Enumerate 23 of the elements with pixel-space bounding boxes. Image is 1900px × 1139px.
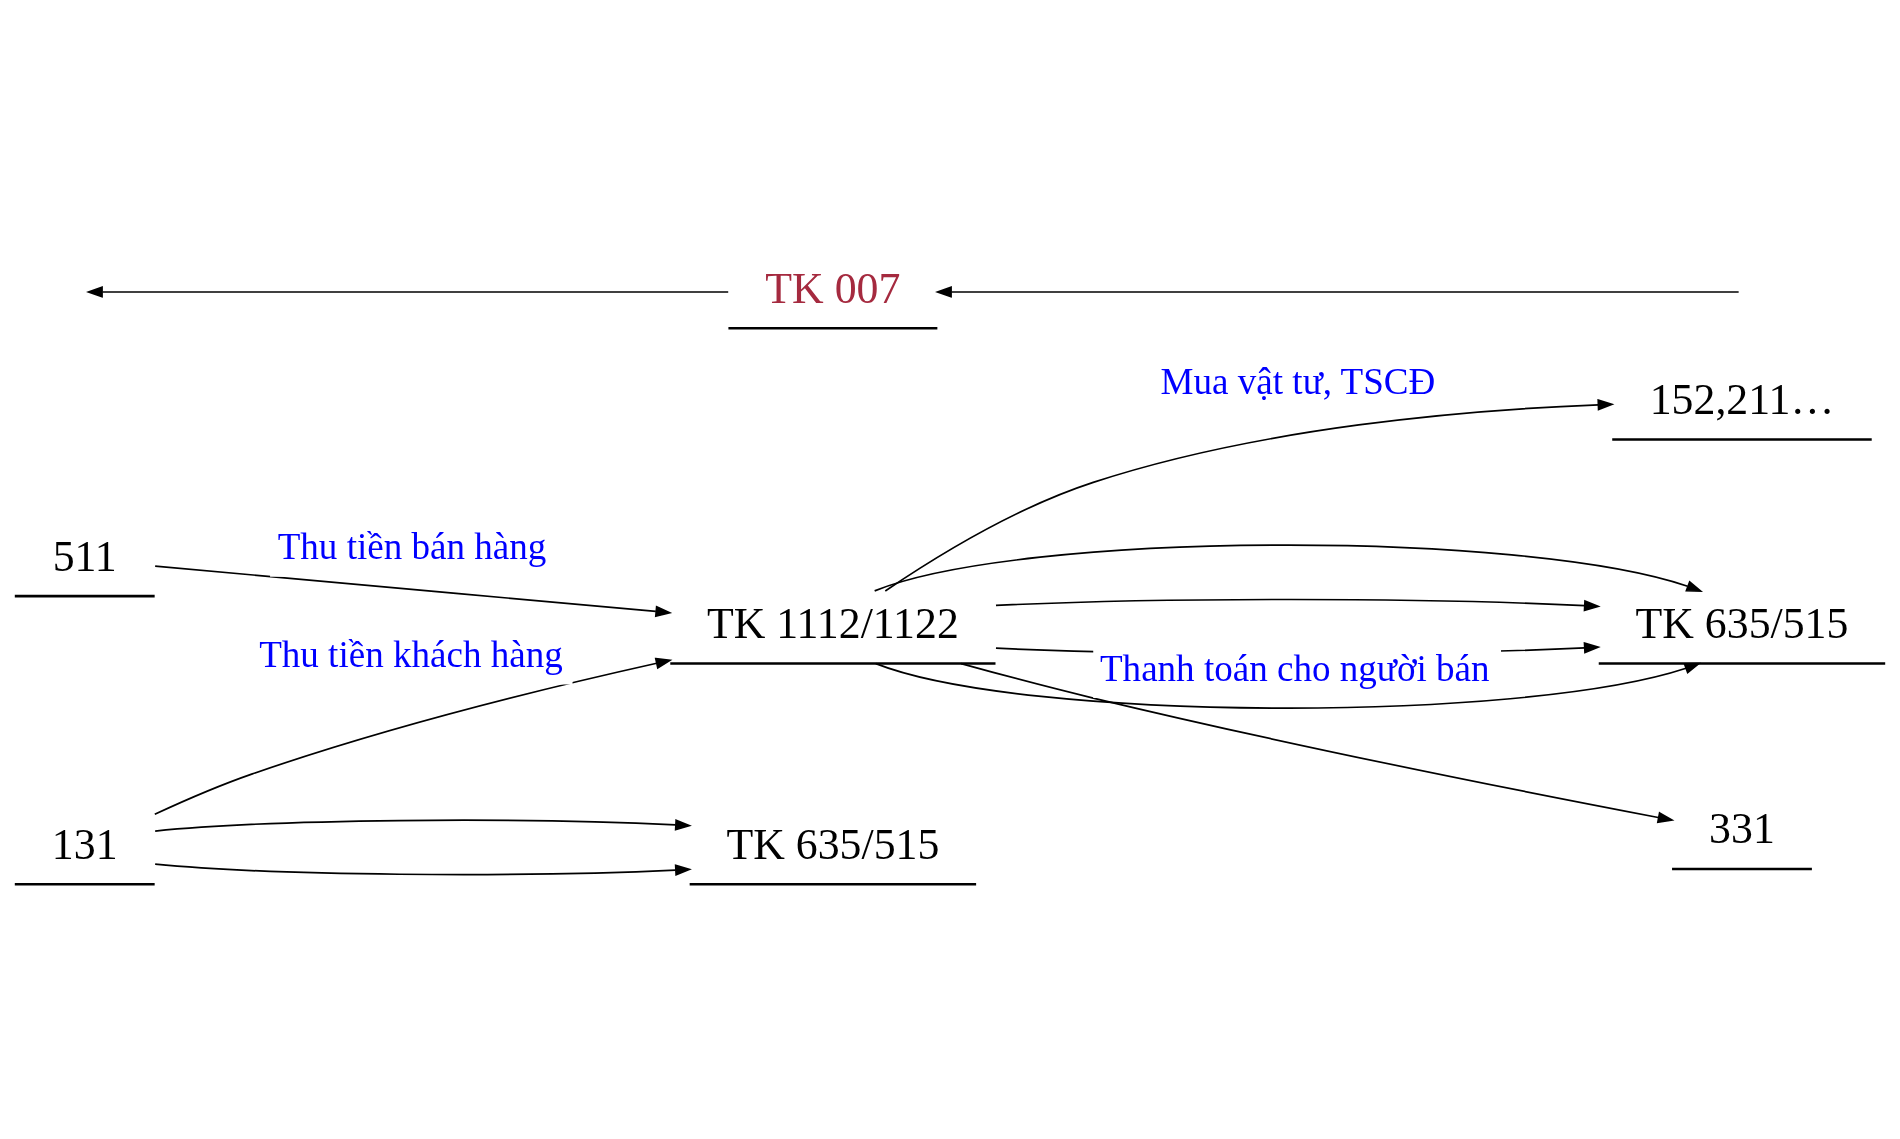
arrow [884, 398, 1615, 592]
arrow [86, 285, 730, 298]
arrow [873, 543, 1704, 592]
node-text: TK 007 [765, 263, 901, 312]
node-text: 511 [52, 531, 117, 580]
arrow [154, 862, 692, 876]
node-text: TK 635/515 [726, 819, 940, 868]
node-text: 152,211… [1649, 374, 1835, 423]
edge-label: Mua vật tư, TSCĐ [1160, 360, 1436, 402]
node-text: TK 635/515 [1635, 598, 1849, 647]
edge-label: Thanh toán cho người bán [1099, 647, 1490, 689]
node-text: TK 1112/1122 [706, 598, 959, 647]
edge-label: Thu tiền khách hàng [259, 633, 563, 675]
arrow [995, 598, 1601, 612]
arrow [935, 285, 1740, 298]
arrow [153, 657, 673, 815]
arrow [875, 662, 1702, 709]
node-text: 331 [1709, 803, 1775, 852]
arrow [154, 564, 673, 617]
arrow [960, 662, 1675, 823]
edge-label: Thu tiền bán hàng [277, 525, 547, 567]
node-text: 131 [51, 819, 118, 868]
arrow [154, 818, 692, 832]
